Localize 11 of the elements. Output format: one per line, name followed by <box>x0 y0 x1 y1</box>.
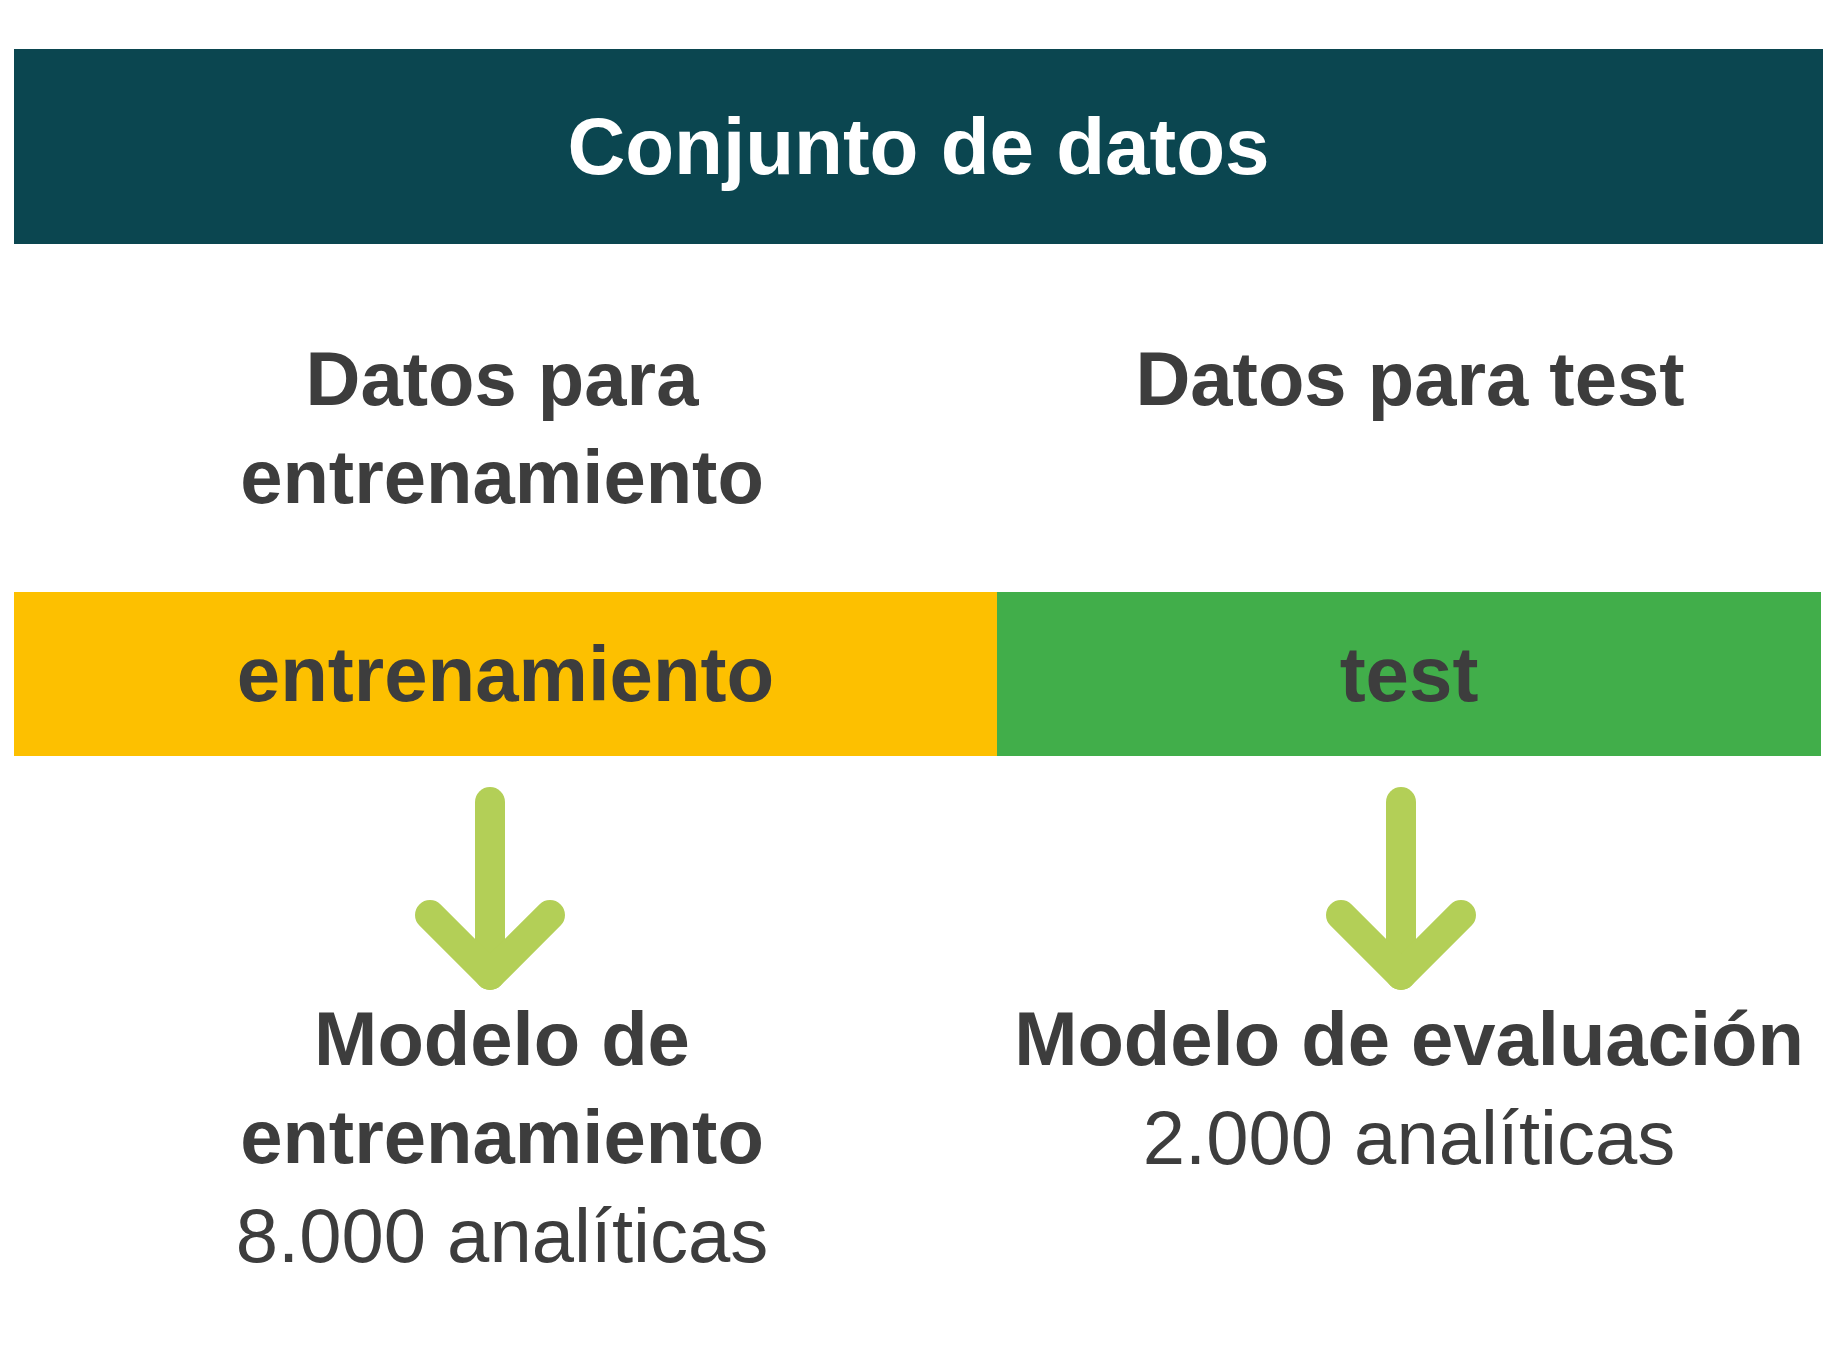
down-arrow <box>415 787 565 990</box>
split-bar: test <box>997 592 1821 756</box>
model-title: Modelo de evaluación <box>1014 995 1804 1083</box>
split-bar: entrenamiento <box>14 592 997 756</box>
sample-count: 8.000 analíticas <box>235 1192 769 1280</box>
header-bar: Conjunto de datos <box>14 49 1823 244</box>
sample-count: 2.000 analíticas <box>1142 1094 1676 1182</box>
column-heading: Datos para test <box>1134 335 1686 423</box>
down-arrow <box>1326 787 1476 990</box>
model-title: Modelo de entrenamiento <box>239 995 765 1181</box>
column-heading: Datos para entrenamiento <box>239 335 765 521</box>
